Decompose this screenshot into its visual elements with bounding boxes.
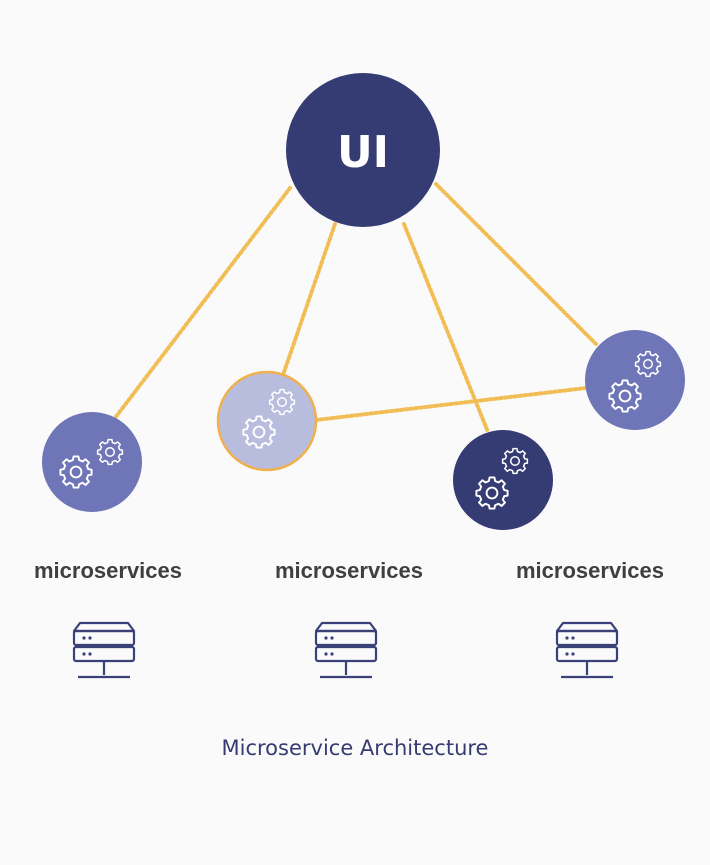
server-icon [555, 621, 619, 679]
service-label-2: microservices [275, 558, 423, 583]
service-node-4 [585, 330, 685, 430]
connector-ui-to-service-3 [402, 222, 490, 434]
server-icon [72, 621, 136, 679]
service-label-3: microservices [516, 558, 664, 583]
service-node-1 [42, 412, 142, 512]
connector-ui-to-service-1 [113, 186, 292, 420]
server-icon [314, 621, 378, 679]
ui-node-label: UI [337, 127, 389, 178]
connector-lines [113, 182, 598, 434]
connector-ui-to-service-2 [281, 222, 337, 377]
ui-node: UI [286, 73, 440, 227]
service-node-2 [216, 370, 318, 472]
service-node-3 [453, 430, 553, 530]
service-label-1: microservices [34, 558, 182, 583]
connector-ui-to-service-4 [434, 182, 598, 346]
connector-service-2-to-service-4 [314, 386, 588, 422]
diagram-caption: Microservice Architecture [221, 736, 489, 760]
